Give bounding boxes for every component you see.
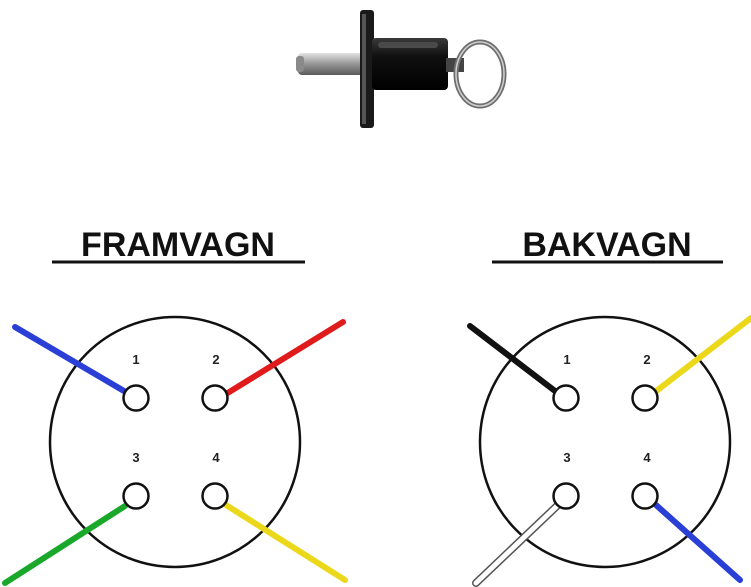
pull-pin-plunger-icon bbox=[296, 10, 507, 128]
wires-front bbox=[2, 319, 348, 586]
pin-number-2: 2 bbox=[643, 352, 650, 367]
pin-hole-1 bbox=[122, 384, 150, 412]
wire-pin-4 bbox=[223, 502, 348, 583]
pin-hole-3 bbox=[122, 482, 150, 510]
wires-rear bbox=[467, 315, 751, 587]
wire-pin-4 bbox=[653, 502, 743, 583]
pin-number-1: 1 bbox=[563, 352, 570, 367]
connector-title-rear: BAKVAGN bbox=[492, 226, 723, 264]
wire-pin-1 bbox=[467, 323, 558, 394]
wire-pin-3 bbox=[2, 503, 128, 586]
connector-title-front-text: FRAMVAGN bbox=[81, 226, 275, 264]
pin-hole-1 bbox=[552, 384, 580, 412]
connector-title-rear-text: BAKVAGN bbox=[522, 226, 691, 264]
pin-number-4: 4 bbox=[212, 450, 220, 465]
connector-housing-rear bbox=[478, 315, 732, 569]
pin-hole-2 bbox=[201, 384, 229, 412]
pin-number-4: 4 bbox=[643, 450, 651, 465]
wire-pin-2 bbox=[652, 315, 751, 395]
pin-hole-4 bbox=[631, 482, 659, 510]
wire-pin-3 bbox=[473, 502, 561, 586]
pin-number-1: 1 bbox=[132, 352, 139, 367]
connector-title-front: FRAMVAGN bbox=[52, 226, 305, 264]
pin-number-3: 3 bbox=[563, 450, 570, 465]
wire-pin-1 bbox=[12, 324, 127, 394]
pin-hole-4 bbox=[201, 482, 229, 510]
wire-pin-2 bbox=[223, 319, 346, 397]
pin-number-3: 3 bbox=[132, 450, 139, 465]
pin-number-2: 2 bbox=[212, 352, 219, 367]
pin-hole-2 bbox=[631, 384, 659, 412]
connector-rear: 1 2 3 4 bbox=[467, 315, 751, 587]
connector-housing-front bbox=[48, 315, 302, 569]
pin-hole-3 bbox=[552, 482, 580, 510]
connector-front: 1 2 3 4 bbox=[2, 315, 348, 586]
